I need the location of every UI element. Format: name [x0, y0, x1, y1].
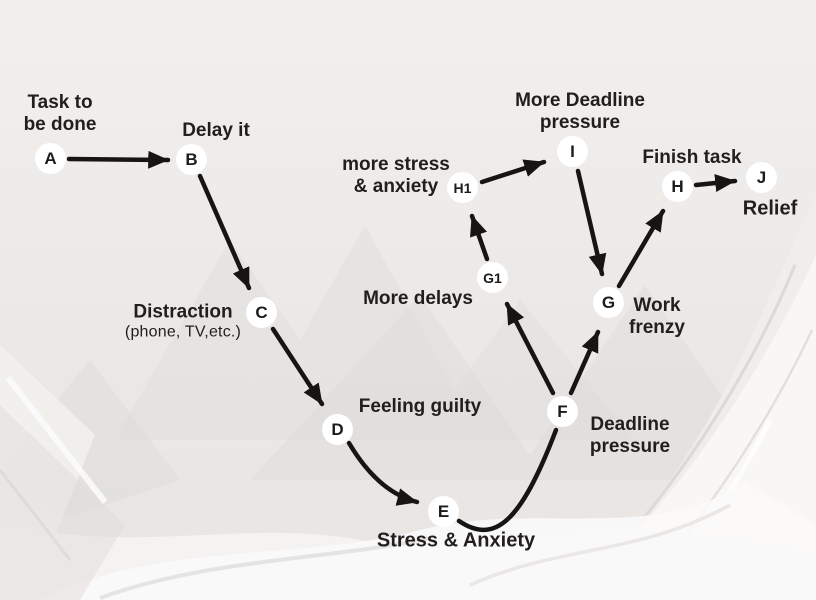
edge-d-e: [346, 440, 420, 506]
edge-g1-h1: [469, 213, 490, 262]
node-f: F: [547, 396, 578, 427]
node-j: J: [746, 162, 777, 193]
caption-distraction-sub: (phone, TV,etc.): [124, 323, 242, 341]
edge-h-j: [693, 174, 738, 192]
node-c: C: [246, 297, 277, 328]
edge-f-g1: [504, 301, 556, 396]
node-d: D: [322, 414, 353, 445]
node-i: I: [557, 136, 588, 167]
page-title: PROCRASTINATION: [0, 0, 816, 7]
caption-relief: Relief: [742, 197, 798, 220]
caption-deadline-pressure: Deadline pressure: [589, 413, 671, 457]
node-a: A: [35, 143, 66, 174]
edge-h1-i: [479, 159, 547, 185]
node-b: B: [176, 144, 207, 175]
edge-c-d: [270, 326, 325, 407]
caption-more-delays: More delays: [363, 287, 473, 309]
edge-g-h: [616, 208, 666, 289]
caption-task-to-be-done: Task to be done: [23, 91, 97, 135]
caption-delay-it: Delay it: [182, 119, 250, 141]
node-g: G: [593, 287, 624, 318]
edge-e-f: [456, 427, 559, 532]
caption-distraction: Distraction(phone, TV,etc.): [125, 302, 241, 343]
caption-finish-task: Finish task: [642, 146, 742, 168]
node-h1: H1: [447, 172, 478, 203]
node-g1: G1: [477, 262, 508, 293]
edge-f-g: [568, 329, 601, 396]
edge-i-g: [575, 168, 607, 277]
node-h: H: [662, 171, 693, 202]
caption-distraction-main: Distraction: [133, 301, 233, 323]
node-e: E: [428, 496, 459, 527]
edge-a-b: [66, 150, 171, 169]
caption-work-frenzy: Work frenzy: [629, 294, 685, 338]
caption-feeling-guilty: Feeling guilty: [358, 395, 482, 417]
caption-more-stress-anxiety: more stress & anxiety: [342, 153, 450, 197]
edge-b-c: [197, 173, 252, 291]
caption-stress-anxiety: Stress & Anxiety: [376, 529, 536, 552]
caption-more-deadline-pressure: More Deadline pressure: [515, 89, 645, 133]
